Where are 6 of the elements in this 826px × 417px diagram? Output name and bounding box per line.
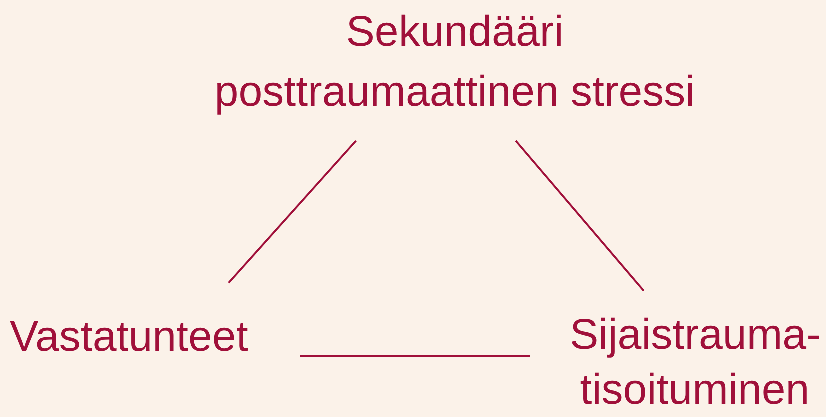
connector-line	[300, 354, 530, 358]
node-label: Sijaistrauma- tisoituminen	[570, 310, 820, 416]
connector-line	[228, 140, 357, 284]
node-label: Sekundääri posttraumaattinen stressi	[214, 7, 696, 118]
node-label: Vastatunteet	[10, 312, 250, 362]
connector-line	[515, 140, 645, 292]
